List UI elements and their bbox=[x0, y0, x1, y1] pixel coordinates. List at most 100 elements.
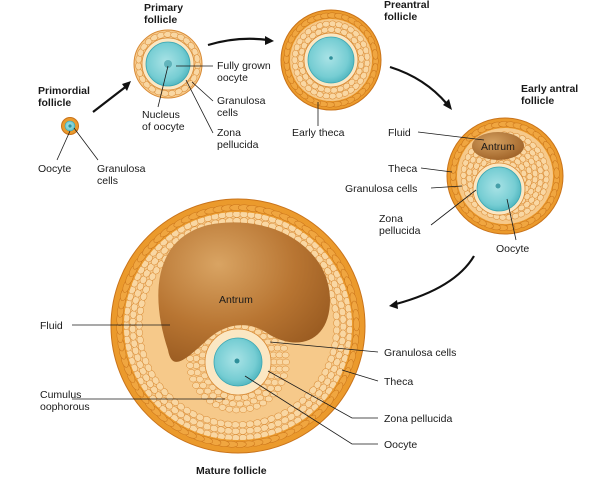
cell bbox=[327, 26, 336, 33]
cell bbox=[297, 54, 304, 62]
cell bbox=[339, 315, 347, 324]
cumulus-cell bbox=[239, 406, 248, 413]
cell bbox=[363, 52, 371, 61]
cell bbox=[224, 427, 233, 435]
cumulus-cell bbox=[270, 338, 279, 345]
arrow-head-2 bbox=[265, 36, 274, 45]
cell bbox=[231, 421, 240, 429]
cumulus-cell bbox=[252, 402, 261, 410]
cell bbox=[136, 313, 143, 323]
cumulus-cell bbox=[196, 388, 204, 395]
cumulus-cell bbox=[274, 385, 282, 392]
cell bbox=[129, 310, 137, 319]
cell bbox=[543, 169, 550, 178]
cell bbox=[330, 87, 338, 94]
cell bbox=[525, 166, 532, 174]
mature-granulosa-label: Granulosa cells bbox=[384, 347, 456, 359]
early-theca-label: Early theca bbox=[292, 127, 345, 139]
mature-follicle bbox=[110, 198, 366, 454]
cell bbox=[466, 174, 473, 183]
cell bbox=[358, 54, 365, 63]
early-antral-oocyte-label: Oocyte bbox=[496, 243, 529, 255]
primary-title: Primary follicle bbox=[144, 2, 186, 26]
cell bbox=[346, 318, 352, 328]
cell bbox=[537, 166, 544, 174]
early-antral-title: Early antral follicle bbox=[521, 83, 581, 107]
cumulus-cell bbox=[221, 398, 230, 406]
mature-title: Mature follicle bbox=[196, 465, 267, 477]
cumulus-cell bbox=[281, 351, 290, 359]
primary-fully-grown-oocyte-label: Fully grown oocyte bbox=[217, 60, 274, 84]
primary-granulosa-label: Granulosa cells bbox=[217, 95, 268, 119]
cell bbox=[526, 172, 533, 181]
cell bbox=[333, 318, 341, 328]
cell bbox=[332, 311, 340, 321]
cell bbox=[520, 169, 527, 178]
cumulus-cell bbox=[225, 405, 234, 413]
cumulus-cell bbox=[203, 387, 212, 395]
cell bbox=[238, 421, 247, 429]
cumulus-cell bbox=[261, 390, 270, 397]
cumulus-cell bbox=[280, 372, 288, 380]
primordial-oocyte-label: Oocyte bbox=[38, 163, 71, 175]
cumulus-cell bbox=[270, 379, 279, 386]
cumulus-cell bbox=[277, 379, 286, 386]
cumulus-cell bbox=[264, 395, 273, 403]
cell bbox=[291, 56, 298, 64]
cell bbox=[372, 49, 379, 60]
cell bbox=[231, 427, 240, 435]
cell bbox=[129, 324, 137, 334]
cell bbox=[353, 317, 360, 332]
mature-antrum bbox=[158, 222, 330, 362]
cumulus-cell bbox=[273, 344, 282, 352]
primary-nucleus-label: Nucleus of oocyte bbox=[142, 109, 185, 133]
cell bbox=[553, 167, 560, 179]
cell bbox=[129, 317, 137, 326]
arrow-head-4 bbox=[389, 300, 398, 309]
cumulus-cell bbox=[212, 401, 220, 408]
primordial-title: Primordial follicle bbox=[38, 85, 93, 109]
cumulus-cell bbox=[234, 394, 242, 402]
cell bbox=[193, 54, 201, 63]
early-antral-theca-label: Theca bbox=[388, 163, 417, 175]
arrow-primordial-to-primary bbox=[92, 84, 129, 113]
cell bbox=[460, 171, 467, 180]
mature-oocyte-label: Oocyte bbox=[384, 439, 417, 451]
cumulus-cell bbox=[259, 399, 267, 407]
cell bbox=[238, 427, 248, 435]
cumulus-cell bbox=[186, 362, 194, 369]
early-antral-granulosa-label: Granulosa cells bbox=[345, 183, 417, 195]
cell bbox=[363, 59, 371, 68]
cumulus-cell bbox=[214, 388, 222, 396]
preantral-title: Preantral follicle bbox=[384, 0, 432, 23]
cumulus-cell bbox=[235, 400, 244, 408]
early-antral-follicle bbox=[446, 117, 564, 235]
cumulus-cell bbox=[200, 393, 209, 400]
arrows bbox=[92, 36, 475, 309]
mature-antrum-label: Antrum bbox=[219, 294, 253, 306]
cumulus-cell bbox=[186, 355, 194, 362]
cell bbox=[537, 172, 544, 181]
cumulus-cell bbox=[241, 394, 249, 401]
cumulus-cell bbox=[192, 382, 200, 389]
cumulus-cell bbox=[246, 405, 254, 412]
cumulus-cell bbox=[228, 400, 237, 407]
mature-zona-label: Zona pellucida bbox=[384, 413, 452, 425]
cumulus-cell bbox=[281, 365, 290, 373]
arrow-head-1 bbox=[122, 81, 131, 91]
cell bbox=[333, 326, 341, 335]
cumulus-cell bbox=[206, 397, 214, 405]
cell bbox=[339, 322, 347, 331]
primary-zona-label: Zona pellucida bbox=[217, 127, 259, 151]
cumulus-cell bbox=[187, 369, 195, 376]
cumulus-cell bbox=[199, 382, 208, 389]
arrow-preantral-to-early-antral bbox=[389, 65, 448, 105]
early-antral-antrum-label: Antrum bbox=[481, 141, 515, 153]
cell bbox=[339, 329, 347, 339]
cumulus-cell bbox=[232, 406, 241, 414]
arrow-early-antral-to-mature bbox=[395, 255, 475, 306]
cell bbox=[135, 328, 143, 337]
cumulus-cell bbox=[282, 358, 290, 366]
